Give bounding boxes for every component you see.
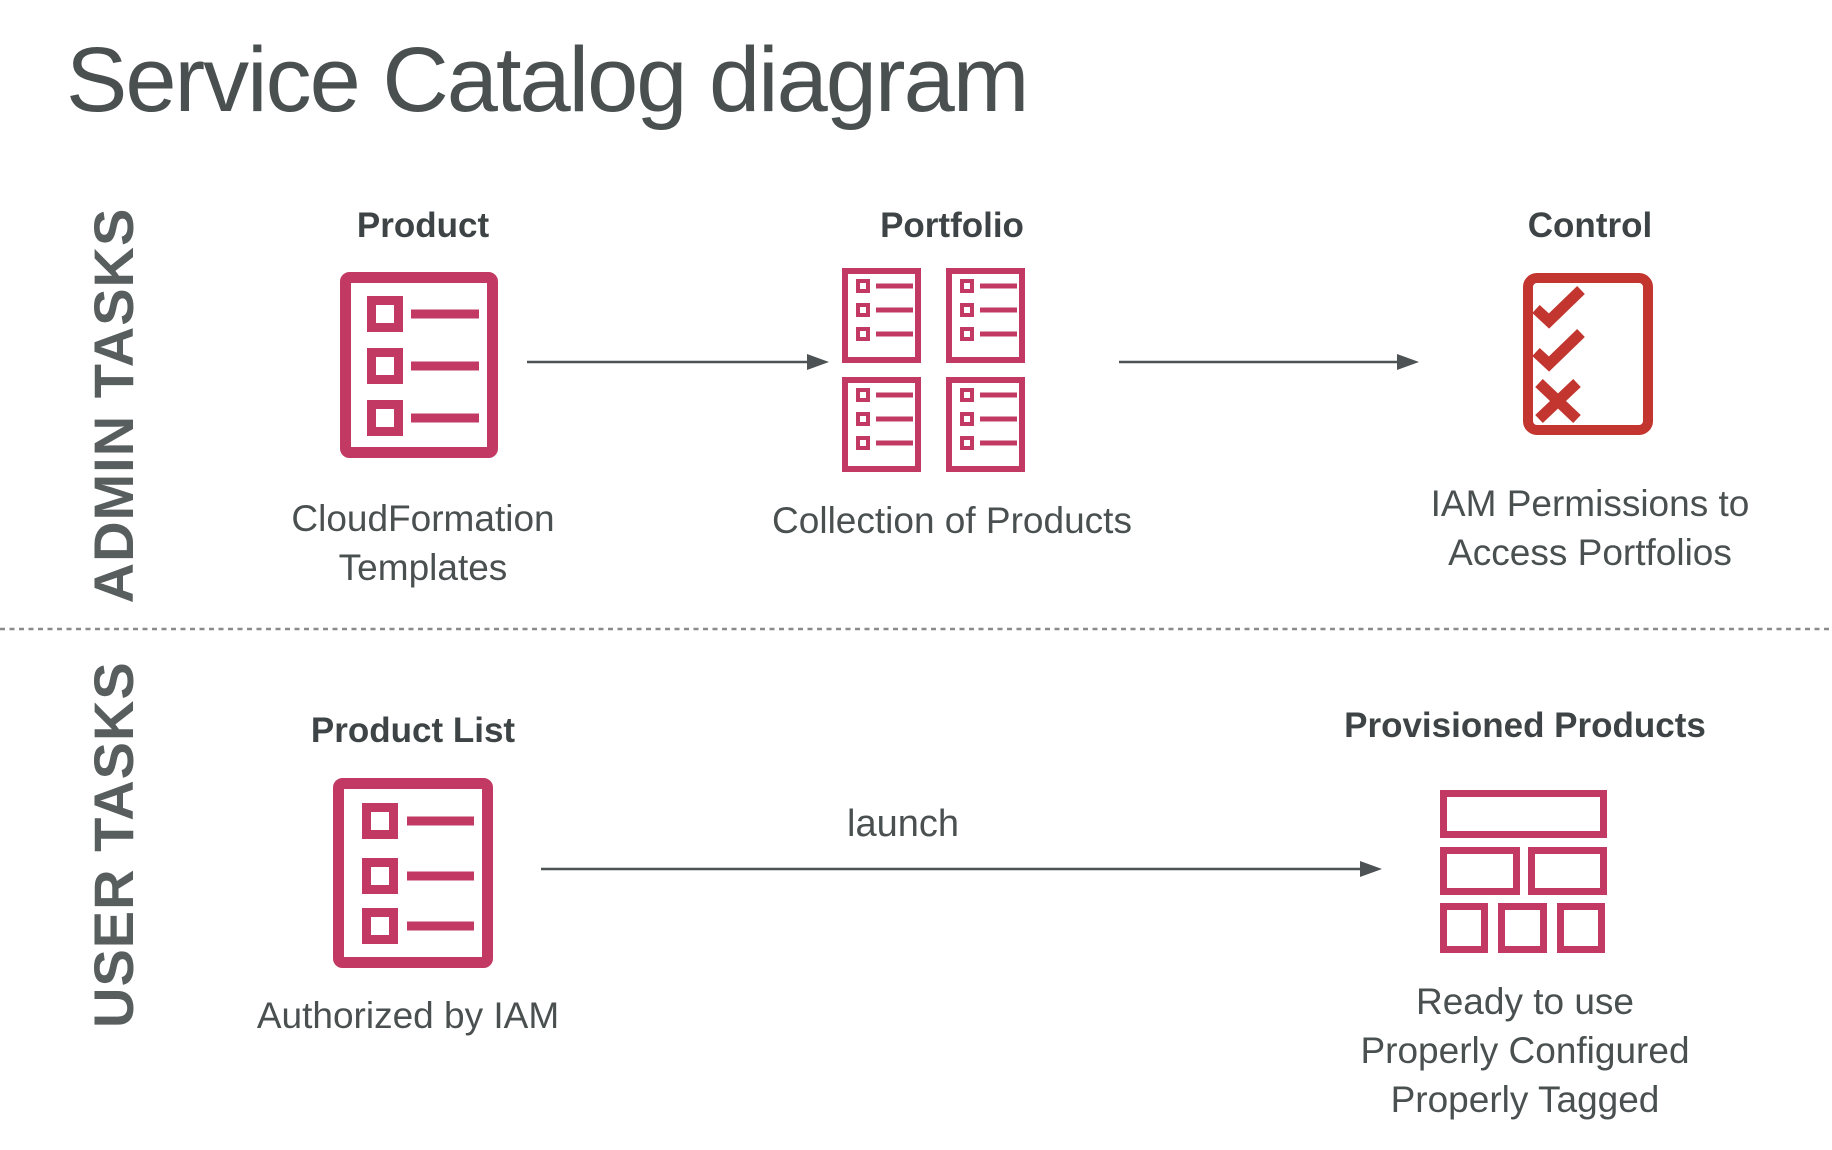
arrow-portfolio-to-control — [1119, 354, 1419, 370]
portfolio-item-icon — [842, 377, 921, 472]
list-rows — [367, 296, 479, 436]
arrowhead-icon — [1360, 861, 1382, 877]
portfolio-caption: Collection of Products — [772, 500, 1132, 541]
checkmark-icon — [1532, 286, 1585, 329]
portfolio-item-icon — [946, 268, 1025, 363]
list-document-icon — [340, 272, 498, 458]
product-caption: CloudFormation Templates — [291, 498, 555, 588]
list-document-icon — [333, 778, 493, 968]
stacked-blocks-icon — [1440, 790, 1607, 953]
portfolio-item-icon — [842, 268, 921, 363]
product-list-caption: Authorized by IAM — [256, 995, 560, 1036]
control-heading: Control — [1527, 206, 1653, 245]
list-rows — [362, 803, 474, 944]
provisioned-products-heading: Provisioned Products — [1344, 706, 1706, 745]
list-collection-icon — [842, 268, 1025, 472]
arrow-product-to-portfolio — [527, 354, 829, 370]
launch-arrow-label: launch — [847, 803, 959, 845]
arrowhead-icon — [807, 354, 829, 370]
provisioned-products-caption: Ready to use Properly Configured Properl… — [1360, 981, 1690, 1120]
product-heading: Product — [356, 206, 490, 245]
checkmark-icon — [1532, 329, 1585, 372]
page-title: Service Catalog diagram — [66, 29, 1029, 131]
x-mark-icon — [1535, 379, 1581, 423]
arrow-launch — [541, 861, 1382, 877]
portfolio-heading: Portfolio — [880, 206, 1024, 245]
arrowhead-icon — [1397, 354, 1419, 370]
checklist-icon — [1523, 273, 1653, 435]
portfolio-item-icon — [946, 377, 1025, 472]
product-list-heading: Product List — [310, 711, 516, 750]
control-caption: IAM Permissions to Access Portfolios — [1430, 483, 1750, 573]
